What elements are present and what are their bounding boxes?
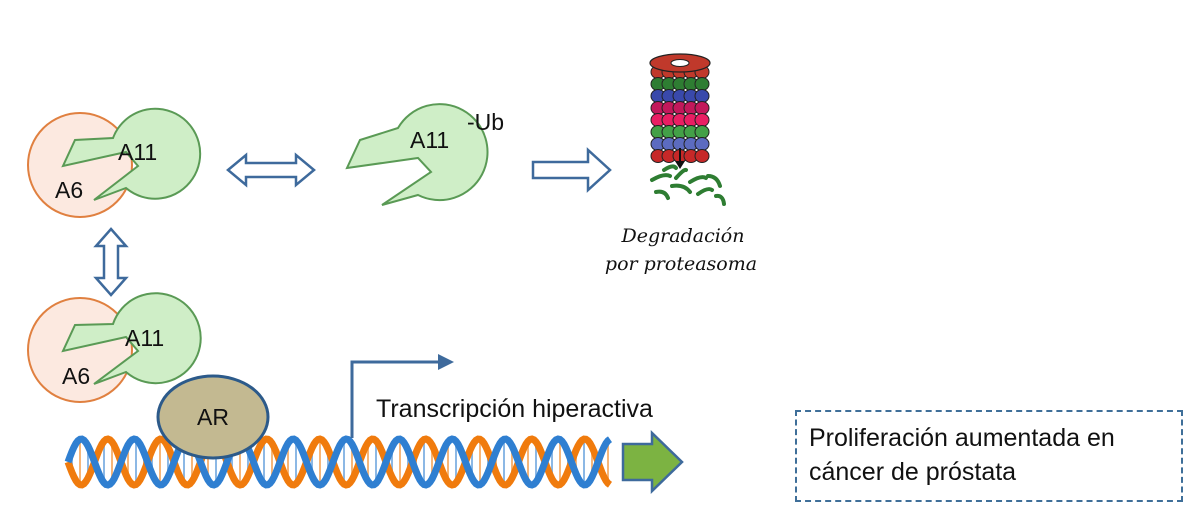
a11-label-top: A11 bbox=[118, 139, 157, 165]
bent-arrow-icon bbox=[350, 354, 454, 438]
ubiquitin-tag: -Ub bbox=[467, 109, 504, 135]
a11-protein-top bbox=[61, 107, 202, 201]
double-arrow-icon bbox=[226, 152, 316, 188]
outcome-line1: Proliferación aumentada en bbox=[809, 424, 1115, 452]
complex-bottom: A6 A11 bbox=[27, 292, 202, 403]
dna-helix-icon bbox=[64, 435, 613, 489]
androgen-receptor: AR bbox=[156, 374, 270, 460]
degradation-label-line2: por proteasoma bbox=[605, 253, 757, 275]
a6-label-bottom: A6 bbox=[62, 363, 90, 389]
complex-top: A6 A11 bbox=[27, 107, 202, 218]
transcription-label: Transcripción hiperactiva bbox=[376, 395, 653, 423]
outcome-line2: cáncer de próstata bbox=[809, 457, 1017, 486]
degradation-label-line1: Degradación bbox=[621, 225, 745, 247]
peptide-fragments-icon bbox=[650, 164, 726, 206]
a11-label-ub: A11 bbox=[410, 127, 449, 153]
a6-label-top: A6 bbox=[55, 177, 83, 203]
ar-label: AR bbox=[197, 404, 229, 430]
ubiquitinated-a11: A11 -Ub bbox=[345, 103, 504, 206]
a11-protein-ub bbox=[345, 103, 489, 206]
chevron-arrow-icon bbox=[621, 430, 684, 494]
right-arrow-icon bbox=[531, 147, 612, 193]
down-arrow-icon bbox=[675, 148, 685, 169]
vertical-double-arrow-icon bbox=[93, 227, 129, 297]
a11-label-bottom: A11 bbox=[125, 325, 164, 351]
proteasome-icon bbox=[649, 53, 711, 163]
a11-protein-bottom bbox=[61, 292, 202, 385]
outcome-box: Proliferación aumentada en cáncer de pró… bbox=[795, 410, 1183, 502]
